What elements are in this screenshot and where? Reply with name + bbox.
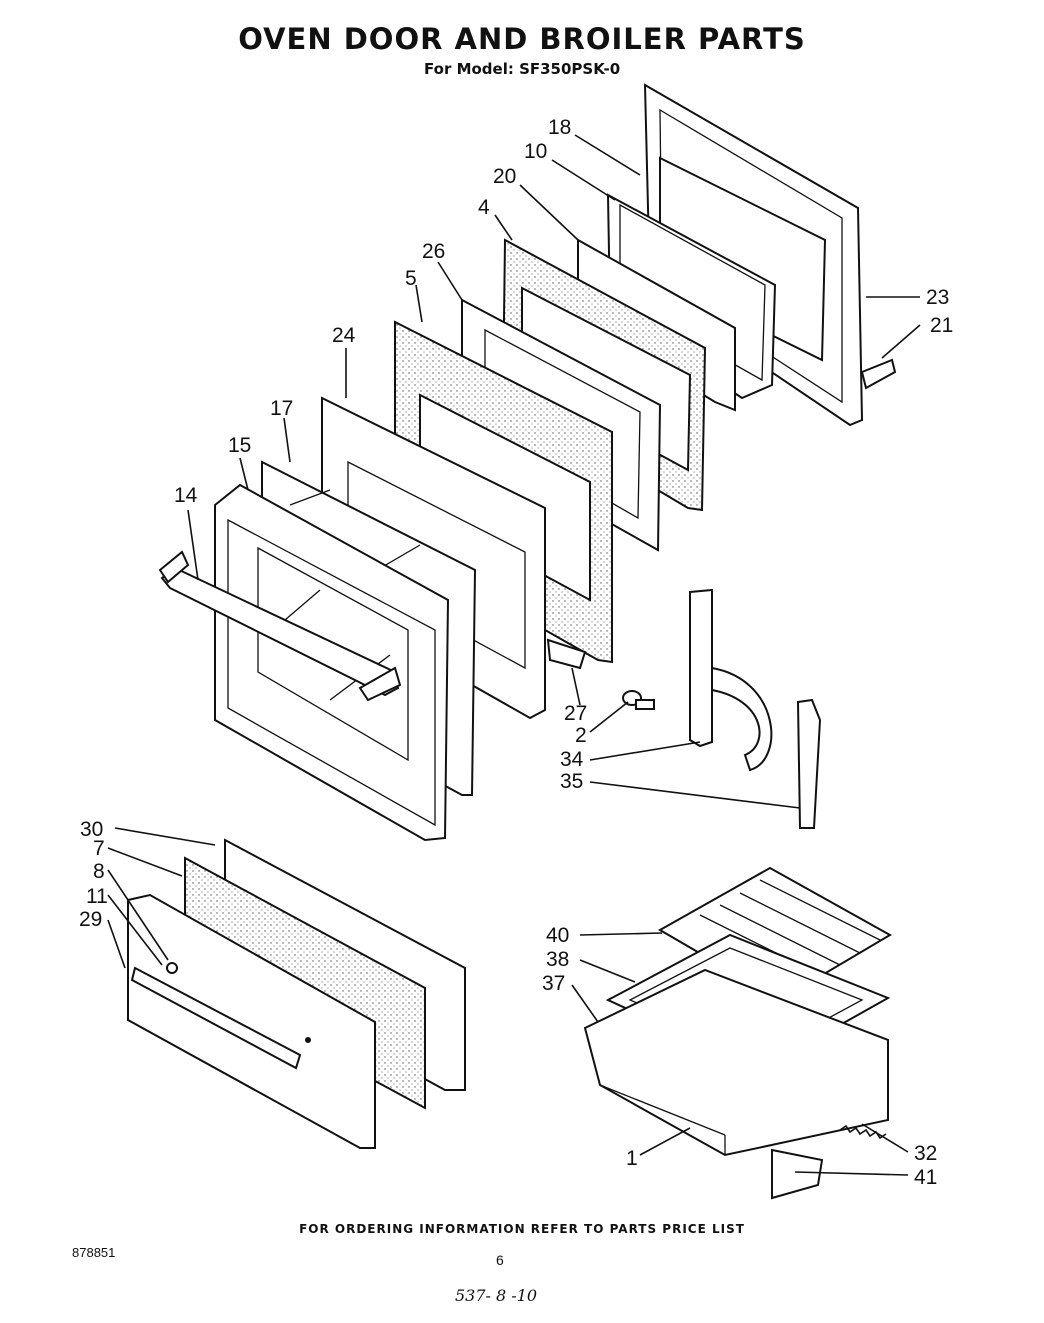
door-handle-14 xyxy=(158,550,402,702)
callout-21: 21 xyxy=(930,314,953,337)
callout-34: 34 xyxy=(560,748,584,771)
callout-37: 37 xyxy=(542,972,565,995)
latch-41 xyxy=(771,1148,824,1200)
callout-35: 35 xyxy=(560,770,583,793)
callout-20: 20 xyxy=(493,165,516,188)
page-title: OVEN DOOR AND BROILER PARTS xyxy=(238,22,806,56)
callout-15: 15 xyxy=(228,434,251,457)
callout-23: 23 xyxy=(926,286,949,309)
broiler-tray-37 xyxy=(583,968,889,1157)
callout-18: 18 xyxy=(548,116,571,139)
page-number: 6 xyxy=(496,1252,504,1268)
callout-1: 1 xyxy=(626,1147,638,1170)
callout-4: 4 xyxy=(478,196,490,219)
model-subtitle: For Model: SF350PSK-0 xyxy=(424,60,621,78)
callout-7: 7 xyxy=(93,837,105,860)
leader-lines xyxy=(107,134,921,1176)
callout-29: 29 xyxy=(79,908,102,931)
document-number: 878851 xyxy=(72,1245,116,1260)
hinge-receiver-35 xyxy=(796,698,822,829)
handwritten-code: 537- 8 -10 xyxy=(455,1286,538,1305)
callout-27: 27 xyxy=(564,702,587,725)
callout-11: 11 xyxy=(86,885,108,908)
callout-41: 41 xyxy=(914,1166,937,1189)
callout-38: 38 xyxy=(546,948,569,971)
callout-30: 30 xyxy=(80,818,103,841)
callout-10: 10 xyxy=(524,140,547,163)
callout-2: 2 xyxy=(575,724,587,747)
spring-32 xyxy=(839,1124,887,1140)
callout-32: 32 xyxy=(914,1142,937,1165)
callout-40: 40 xyxy=(546,924,569,947)
callout-14: 14 xyxy=(174,484,198,507)
callout-8: 8 xyxy=(93,860,105,883)
hinge-bracket-21 xyxy=(860,358,897,390)
drawer-front-29 xyxy=(127,893,376,1149)
ordering-note: FOR ORDERING INFORMATION REFER TO PARTS … xyxy=(299,1222,745,1236)
callout-26: 26 xyxy=(422,240,445,263)
hinge-screw-2 xyxy=(622,690,655,710)
hinge-arm-34 xyxy=(689,588,773,772)
callout-labels: 18 10 20 4 26 5 24 17 15 14 23 21 27 2 3… xyxy=(79,116,953,1189)
callout-5: 5 xyxy=(405,267,417,290)
callout-17: 17 xyxy=(270,397,293,420)
callout-24: 24 xyxy=(332,324,356,347)
